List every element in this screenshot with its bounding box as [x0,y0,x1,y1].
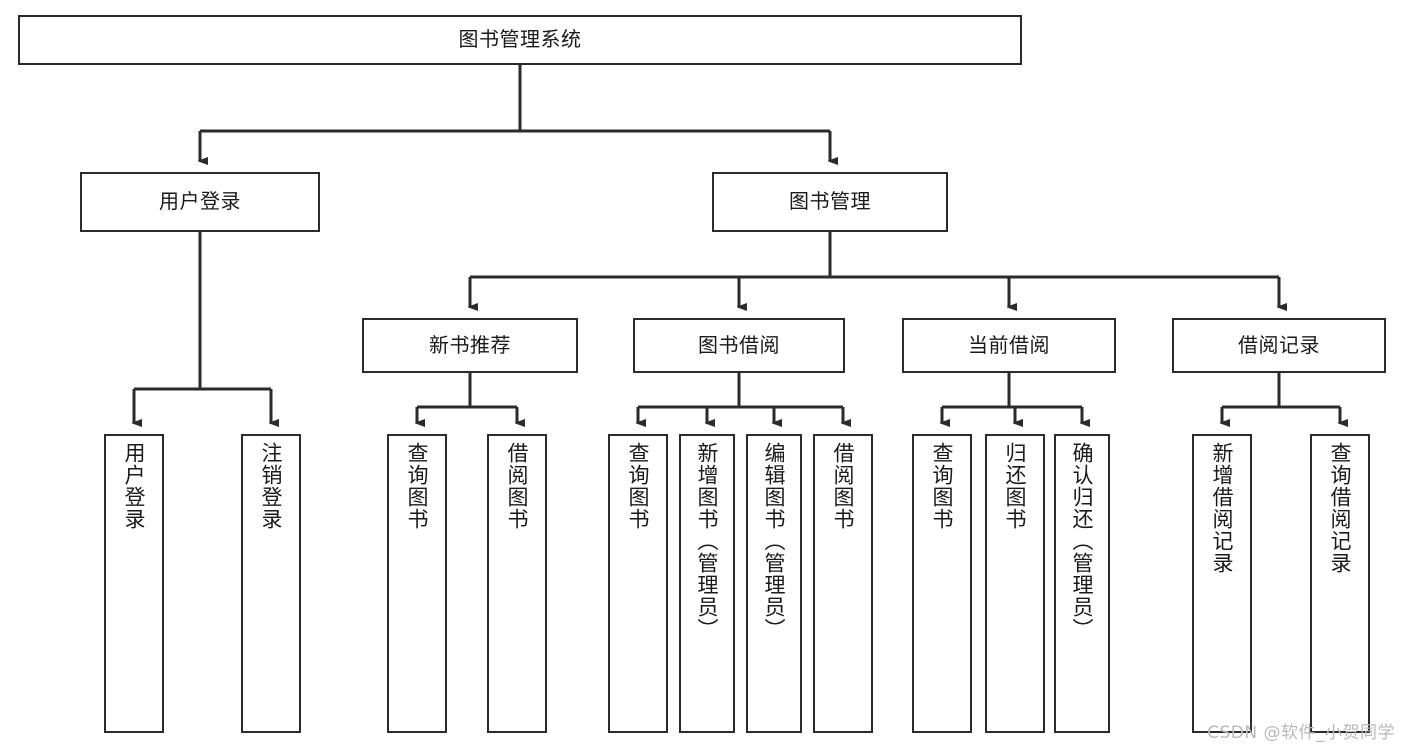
node-label-borrow-record: 借阅记录 [1238,332,1320,357]
node-label-leaf-borrow-book: 借阅图书 [831,442,856,530]
node-label-leaf-return-book: 归还图书 [1003,442,1028,530]
node-label-current-borrow: 当前借阅 [968,332,1050,357]
node-leaf-return-book[interactable]: 归还图书 [985,434,1045,733]
node-user-login[interactable]: 用户登录 [80,172,320,232]
node-leaf-query-record[interactable]: 查询借阅记录 [1310,434,1370,733]
node-book-borrow[interactable]: 图书借阅 [633,318,845,373]
node-root[interactable]: 图书管理系统 [18,15,1022,65]
node-new-book-rec[interactable]: 新书推荐 [362,318,578,373]
node-book-manage[interactable]: 图书管理 [712,172,948,232]
node-label-leaf-add-book: 新增图书（管理员） [695,442,720,640]
node-label-leaf-query-record: 查询借阅记录 [1328,442,1353,574]
node-label-root: 图书管理系统 [458,27,582,52]
node-current-borrow[interactable]: 当前借阅 [902,318,1116,373]
node-label-leaf-edit-book: 编辑图书（管理员） [762,442,787,640]
node-label-leaf-confirm-return: 确认归还（管理员） [1070,442,1095,640]
node-leaf-confirm-return[interactable]: 确认归还（管理员） [1054,434,1110,733]
node-label-book-borrow: 图书借阅 [698,332,780,357]
node-leaf-edit-book[interactable]: 编辑图书（管理员） [746,434,802,733]
node-label-leaf-add-record: 新增借阅记录 [1210,442,1235,574]
node-label-leaf-query-book: 查询图书 [626,442,651,530]
node-label-book-manage: 图书管理 [789,189,871,214]
node-label-user-login: 用户登录 [159,189,241,214]
node-leaf-query-book[interactable]: 查询图书 [608,434,668,733]
node-label-leaf-query-book-cur: 查询图书 [930,442,955,530]
node-leaf-add-book[interactable]: 新增图书（管理员） [679,434,735,733]
node-label-leaf-borrow-book-rec: 借阅图书 [505,442,530,530]
node-label-leaf-query-book-rec: 查询图书 [405,442,430,530]
node-leaf-borrow-book[interactable]: 借阅图书 [813,434,873,733]
node-leaf-query-book-cur[interactable]: 查询图书 [912,434,972,733]
node-leaf-user-login[interactable]: 用户登录 [104,434,164,733]
node-leaf-add-record[interactable]: 新增借阅记录 [1192,434,1252,733]
node-leaf-logout[interactable]: 注销登录 [241,434,301,733]
node-label-new-book-rec: 新书推荐 [429,332,511,357]
node-label-leaf-user-login: 用户登录 [122,442,147,530]
node-borrow-record[interactable]: 借阅记录 [1172,318,1386,373]
node-leaf-query-book-rec[interactable]: 查询图书 [387,434,447,733]
node-label-leaf-logout: 注销登录 [259,442,284,530]
node-leaf-borrow-book-rec[interactable]: 借阅图书 [487,434,547,733]
